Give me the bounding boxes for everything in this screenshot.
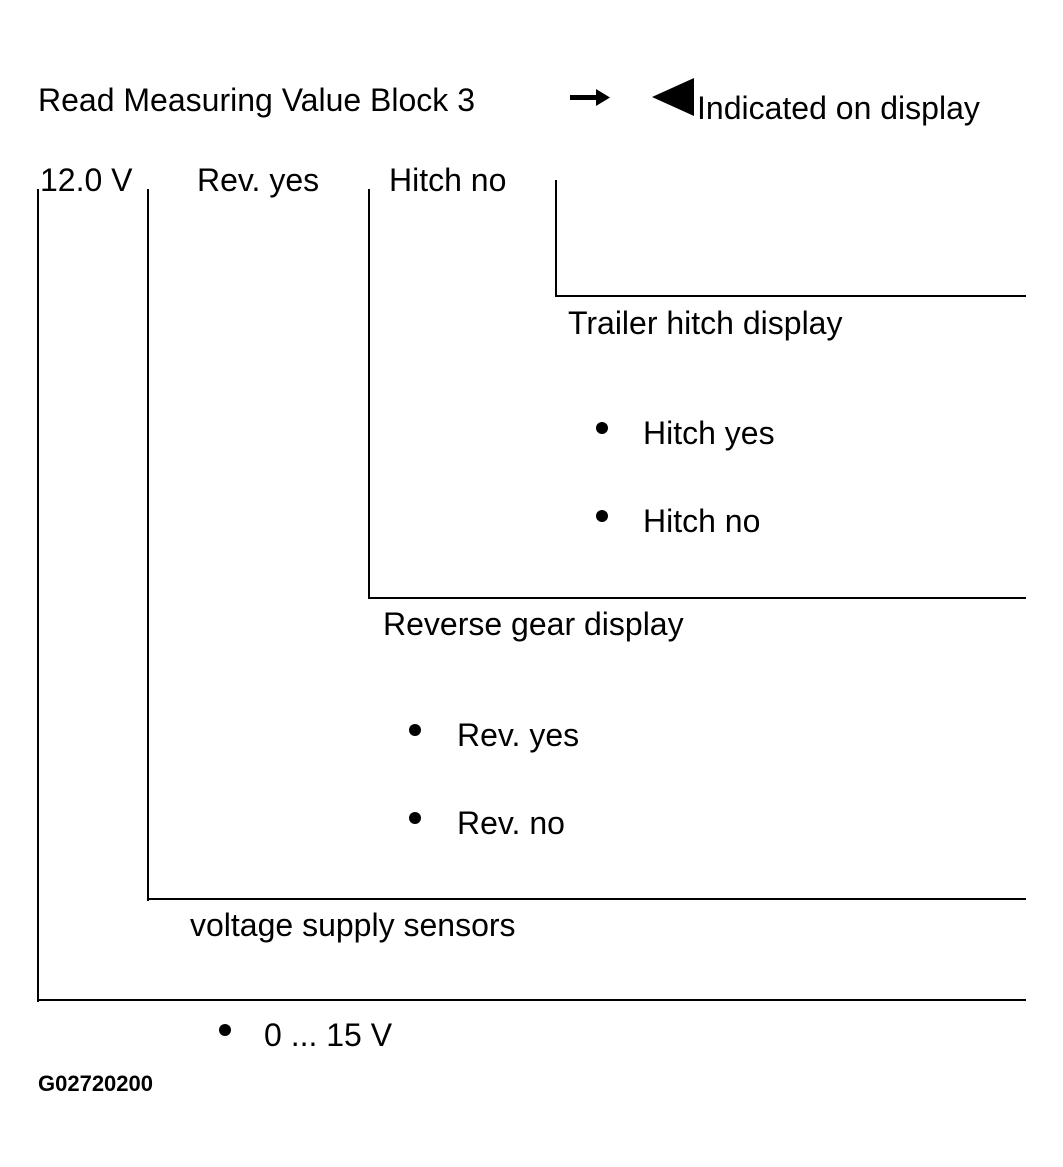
bullet (219, 1024, 231, 1036)
voltage-supply-bracket-vertical (147, 189, 149, 901)
field-hitch: Hitch no (389, 162, 507, 198)
arrow-right-icon (570, 89, 610, 106)
voltage-range-option: 0 ... 15 V (264, 1017, 393, 1053)
reverse-bracket-horizontal (368, 597, 1026, 599)
hitch-option-no: Hitch no (643, 503, 761, 539)
bullet (409, 724, 421, 736)
voltage-range-bracket-horizontal (37, 999, 1026, 1001)
reverse-option-no: Rev. no (457, 805, 565, 841)
voltage-supply-bracket-horizontal (147, 898, 1026, 900)
bullet (596, 422, 608, 434)
voltage-range-bracket-vertical (37, 189, 39, 1002)
hitch-bracket-horizontal (555, 295, 1026, 297)
voltage-supply-label: voltage supply sensors (190, 907, 516, 943)
indicated-on-display-label: Indicated on display (697, 90, 980, 126)
reverse-option-yes: Rev. yes (457, 717, 580, 753)
bullet (409, 812, 421, 824)
triangle-left-icon (652, 78, 694, 116)
hitch-option-yes: Hitch yes (643, 415, 775, 451)
block-title: Read Measuring Value Block 3 (38, 82, 475, 118)
figure-id: G02720200 (38, 1071, 153, 1096)
hitch-bracket-vertical (555, 180, 557, 297)
field-reverse: Rev. yes (197, 162, 320, 198)
field-voltage: 12.0 V (40, 162, 133, 198)
trailer-hitch-label: Trailer hitch display (568, 305, 843, 341)
bullet (596, 510, 608, 522)
reverse-bracket-vertical (368, 189, 370, 599)
reverse-gear-label: Reverse gear display (383, 606, 684, 642)
